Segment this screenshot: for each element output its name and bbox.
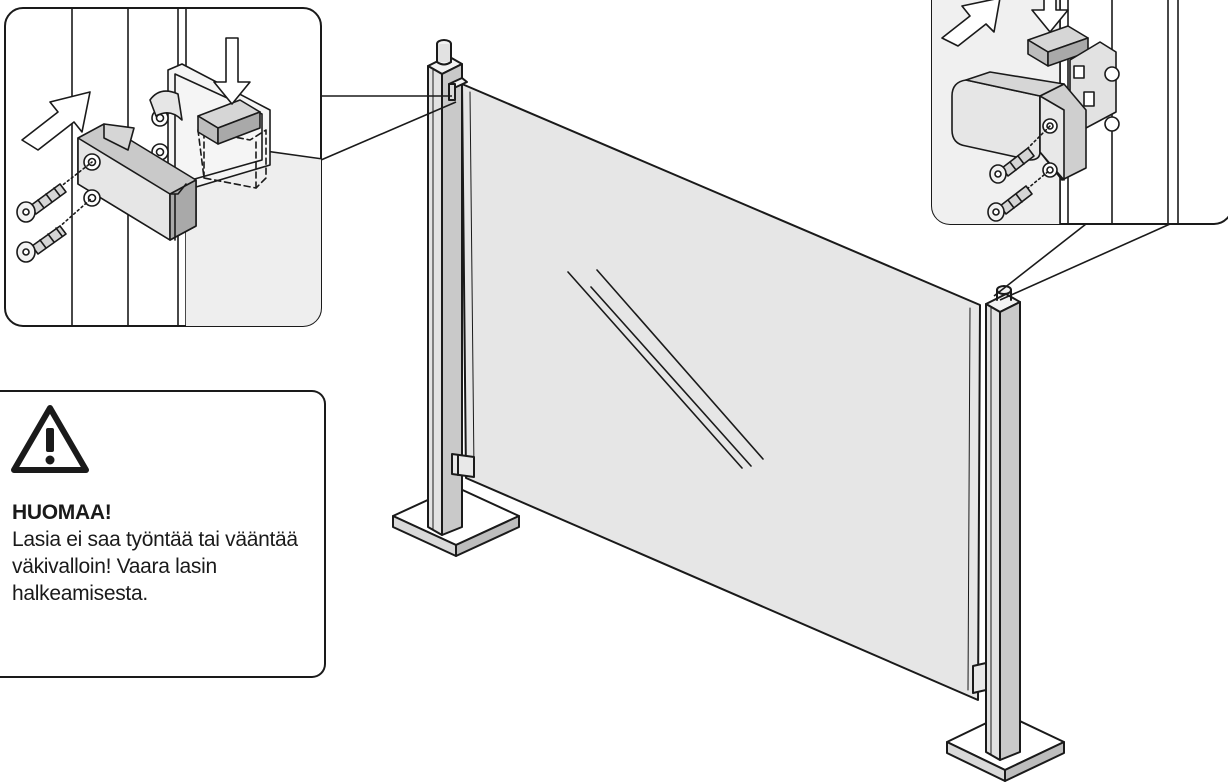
- warning-triangle-icon: [11, 405, 89, 473]
- left-detail-callout: [4, 7, 457, 327]
- left-hinge-clips: [448, 77, 475, 478]
- screw-icon: [987, 169, 1051, 222]
- warning-box: HUOMAA! Lasia ei saa työntää tai vääntää…: [0, 390, 326, 678]
- arrow-up-right-icon: [21, 91, 91, 151]
- glass-clamp: [77, 123, 197, 241]
- clip-outline-dashed: [197, 129, 267, 189]
- screw-icon: [16, 197, 93, 263]
- gate-assembly: [392, 39, 1065, 782]
- screw-icon: [989, 125, 1051, 184]
- left-post: [427, 39, 463, 536]
- warning-message: Lasia ei saa työntää tai vääntää väkival…: [12, 528, 298, 605]
- glass-panel: [461, 83, 981, 701]
- arrow-down-icon: [1031, 0, 1069, 33]
- right-post: [972, 285, 1021, 761]
- warning-title: HUOMAA!: [12, 501, 112, 524]
- warning-text: HUOMAA! Lasia ei saa työntää tai vääntää…: [12, 500, 312, 607]
- rubber-pad: [197, 99, 261, 145]
- screw-icon: [16, 161, 93, 223]
- arrow-down-icon: [213, 37, 251, 105]
- rubber-pad: [1027, 25, 1089, 67]
- arrow-up-right-icon: [941, 0, 1001, 47]
- right-detail-callout: [931, 0, 1228, 301]
